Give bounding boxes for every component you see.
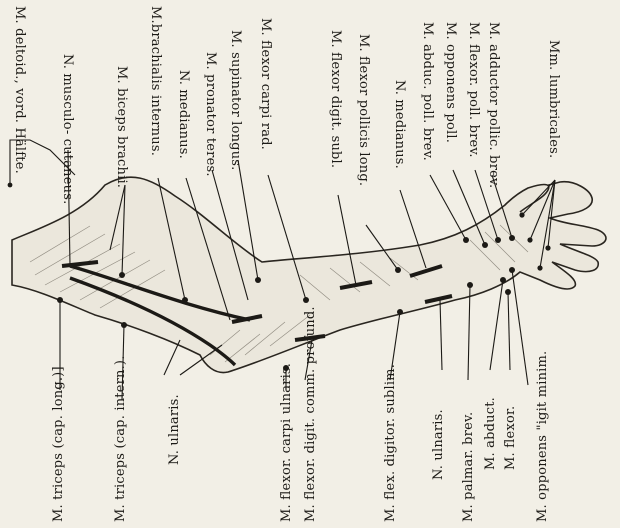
- label-flexor-digit-subl: M. flexor digit. subl.: [328, 30, 343, 168]
- label-triceps-intern: M. triceps (cap. intern.).: [113, 355, 128, 522]
- label-lumbricales: Mm. lumbricales.: [546, 40, 561, 158]
- label-opponens-digiti: M. opponens "igit minim.: [535, 351, 550, 522]
- top-labels: M. deltoid., vord. Hälfte. N. musculo- c…: [12, 6, 561, 204]
- label-brachialis: M.brachialis internus.: [148, 6, 163, 156]
- label-biceps: M. biceps brachii.: [114, 66, 129, 188]
- label-ulnaris-upper: N. ulnaris.: [167, 394, 182, 465]
- label-triceps-long: M. triceps (cap. long.)]: [51, 366, 66, 522]
- label-opponens-poll: M. opponens poll.: [443, 22, 458, 143]
- label-m-abduct: M. abduct.: [483, 397, 498, 470]
- label-medianus-wrist: N. medianus.: [392, 80, 407, 169]
- label-deltoid: M. deltoid., vord. Hälfte.: [12, 6, 27, 174]
- label-musculocutaneus: N. musculo- cutaneus.: [60, 54, 75, 204]
- label-abduc-poll: M. abduc. poll. brev.: [420, 22, 435, 161]
- label-flexor-poll-brev: M. flexor. poll. brev.: [466, 22, 481, 158]
- label-flexor-carpi-rad: M. flexor carpi rad.: [258, 18, 273, 150]
- label-ulnaris-wrist: N. ulnaris.: [431, 409, 446, 480]
- label-flex-digitor-sublim: M. flex. digitor. sublim.: [383, 364, 398, 522]
- label-m-flexor: M. flexor.: [503, 406, 518, 470]
- label-palmar-brev: M. palmar. brev.: [461, 412, 476, 522]
- label-supinator: M. supinator longus.: [228, 30, 243, 170]
- label-flexor-pollicis-long: M. flexor pollicis long.: [356, 34, 371, 186]
- label-flexor-digit-comm: M. flexor. digit. comm. profund.: [303, 306, 318, 522]
- label-medianus-upper: N. medianus.: [176, 70, 191, 159]
- label-flexor-carpi-ulnaris: M. flexor. carpi ulnaris.: [279, 363, 294, 522]
- label-pronator: M. pronator teres.: [203, 52, 218, 177]
- label-adductor-pollic: M. adductor pollic. brev.: [486, 22, 501, 188]
